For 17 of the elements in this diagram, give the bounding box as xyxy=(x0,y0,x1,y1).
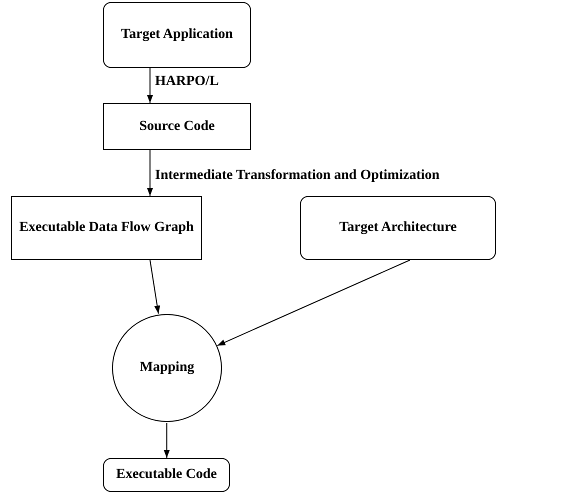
arrow xyxy=(216,260,410,346)
node-label: Executable Data Flow Graph xyxy=(19,220,194,236)
rounded-box xyxy=(103,458,230,492)
node-label: Target Application xyxy=(121,27,233,43)
rounded-box xyxy=(300,196,496,260)
arrow xyxy=(164,422,170,458)
rounded-box xyxy=(103,2,251,68)
node-label: Source Code xyxy=(139,118,215,134)
edge-label: Intermediate Transformation and Optimization xyxy=(155,168,440,184)
node-label: Executable Code xyxy=(116,467,217,483)
arrow xyxy=(147,150,153,196)
process-box xyxy=(11,196,202,260)
arrow xyxy=(147,68,153,104)
node-label: Target Architecture xyxy=(339,220,457,236)
arrow xyxy=(150,260,160,314)
node-label: Mapping xyxy=(140,360,194,376)
process-box xyxy=(103,103,251,150)
